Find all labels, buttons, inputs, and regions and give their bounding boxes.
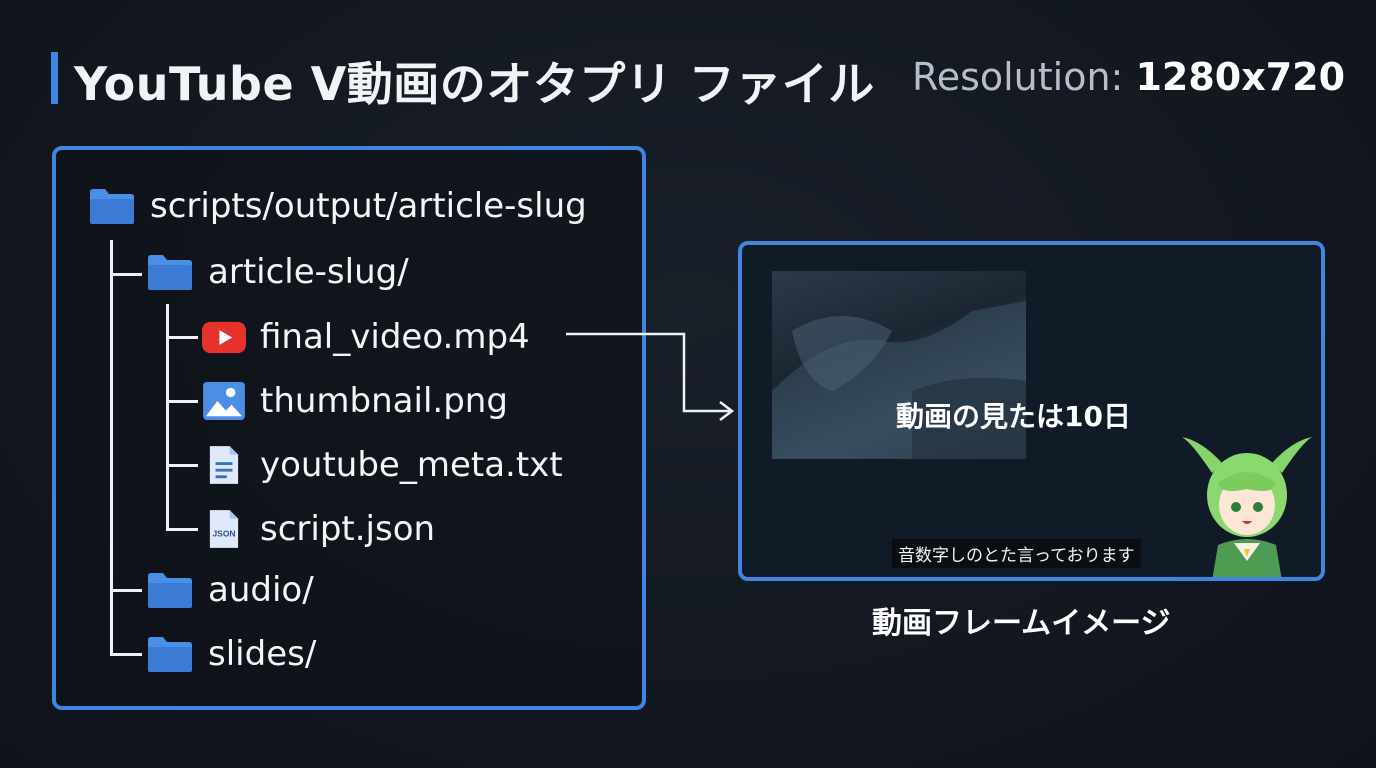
tree-file-thumbnail[interactable]: thumbnail.png [202,379,508,423]
video-frame-panel: 動画の見たは10日 音数字しのとた言っております [738,241,1325,581]
tree-file-script[interactable]: JSON script.json [202,507,435,551]
tree-folder-slides[interactable]: slides/ [146,634,316,674]
tree-file-meta[interactable]: youtube_meta.txt [202,443,563,487]
tree-folder-label: audio/ [208,570,314,610]
tree-file-label: final_video.mp4 [260,317,530,357]
tree-folder-article-slug[interactable]: article-slug/ [146,252,409,292]
json-file-icon: JSON [202,507,246,551]
folder-icon [90,189,134,224]
tree-root-label: scripts/output/article-slug [150,186,587,226]
tree-branch-article [110,273,142,276]
resolution-info: Resolution: 1280x720 [912,55,1345,99]
youtube-icon [202,315,246,359]
connector-arrow [566,332,735,421]
resolution-label: Resolution: [912,55,1124,99]
frame-image-label: 動画フレームイメージ [872,606,1171,641]
title-accent-bar [51,52,58,104]
tree-branch-meta [166,464,198,467]
tree-folder-label: slides/ [208,634,317,674]
text-file-icon [202,443,246,487]
tree-branch-thumbnail [166,400,198,403]
tree-branch-slides [110,653,142,656]
subtitle-text: 音数字しのとた言っております [892,539,1141,568]
tree-file-label: youtube_meta.txt [260,445,563,485]
page-title: YouTube V動画のオタプリ ファイル [74,57,875,111]
json-badge: JSON [212,529,235,539]
tree-root[interactable]: scripts/output/article-slug [88,186,587,226]
folder-icon [148,255,192,290]
folder-icon [148,573,192,608]
frame-background-image [772,271,1026,459]
tree-line-sub [166,304,169,531]
tree-folder-audio[interactable]: audio/ [146,570,314,610]
tree-line-main [110,240,113,656]
tree-branch-video [166,336,198,339]
tree-folder-label: article-slug/ [208,252,409,292]
resolution-value: 1280x720 [1135,55,1346,99]
image-icon [202,379,246,423]
file-tree-panel: scripts/output/article-slug article-slug… [52,146,646,710]
tree-file-label: script.json [260,509,436,549]
frame-caption: 動画の見たは10日 [896,400,1131,433]
tree-file-label: thumbnail.png [260,381,508,421]
tree-branch-audio [110,589,142,592]
folder-icon [148,637,192,672]
tree-file-video[interactable]: final_video.mp4 [202,315,530,359]
tree-branch-script [166,528,198,531]
character-avatar [1182,437,1312,577]
